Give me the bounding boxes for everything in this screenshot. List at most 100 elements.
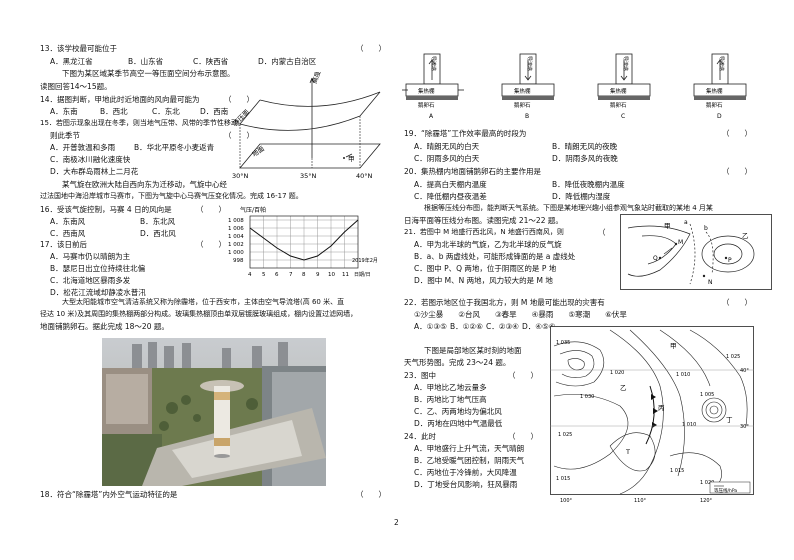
tower-c-ground: 鹅卵石 — [610, 101, 627, 109]
weather-map-figure: 1 035 1 030 1 025 1 020 1 015 1 010 1 00… — [550, 326, 754, 504]
q23-stem: 23．图中 — [404, 371, 437, 380]
intro-18c: 地面铺鹅卵石。据此完成 18～20 题。 — [40, 322, 169, 331]
q21-opt-a: A．甲为北半球的气旋，乙为北半球的反气旋 — [414, 240, 562, 249]
fig4-isobar: 1 030 — [580, 394, 594, 400]
q13-opt-b: B．山东省 — [128, 57, 164, 66]
q22-opt-d: D．④⑤⑥ — [522, 322, 556, 331]
q24-opt-c: C．丙地位于冷锋前，大风降温 — [414, 468, 517, 477]
isobar-map-figure: 甲 乙 a b M N P Q — [620, 214, 772, 290]
fig1-lat2: 35°N — [300, 172, 317, 180]
tower-options-diagram: 导流塔 集热棚 鹅卵石 A 导流塔 集热棚 鹅卵石 B 导流塔 集热棚 鹅卵石 … — [402, 53, 747, 120]
fig2-xtick: 7 — [289, 272, 293, 278]
q15-paren: （ ） — [224, 131, 254, 140]
fig2-xlabel: 日期/日 — [354, 272, 371, 278]
q15-opt-b: B．华北平原冬小麦返青 — [134, 143, 215, 152]
fig4-jia: 甲 — [670, 342, 677, 350]
fig2-xtick: 4 — [248, 272, 252, 278]
q17-opt-a: A．马赛市仍以晴朗为主 — [50, 252, 131, 261]
fig2-ytick: 1 004 — [228, 234, 244, 240]
fig4-legend-box — [709, 481, 751, 494]
q15-line2: 则此季节 — [50, 131, 80, 140]
tower-d-base: 集热棚 — [706, 87, 723, 95]
fig3-jia: 甲 — [664, 222, 671, 230]
fig4-lon: 120° — [700, 498, 713, 504]
q24-paren: （ ） — [508, 432, 538, 441]
fig2-xtick: 10 — [328, 272, 335, 278]
fig2-xtick: 11 — [342, 272, 349, 278]
q13-opt-c: C．陕西省 — [193, 57, 229, 66]
q13-opt-a: A．黑龙江省 — [50, 57, 93, 66]
fig2-xtick: 8 — [302, 272, 306, 278]
q13-stem: 13．该学校最可能位于 — [40, 44, 118, 53]
q17-opt-b: B．瑟尼日出立位持续往北偏 — [50, 264, 146, 273]
tower-c-letter: C — [621, 113, 625, 120]
q16-opt-d: D．西北风 — [140, 229, 176, 238]
intro-23b: 天气形势图。完成 23～24 题。 — [404, 358, 511, 367]
tower-b: 导流塔 集热棚 鹅卵石 B — [501, 53, 555, 120]
tower-d: 导流塔 集热棚 鹅卵石 D — [693, 53, 747, 120]
fig3-yi: 乙 — [742, 232, 749, 240]
fig4-isobar: 1 015 — [670, 468, 684, 474]
tower-d-ground: 鹅卵石 — [706, 101, 723, 109]
fig1-lat3: 40°N — [356, 172, 373, 180]
fig4-legend: 等压线/hPa — [714, 487, 737, 494]
q14-opt-c: C．东北 — [152, 107, 180, 116]
fig4-bing: 丙 — [658, 404, 665, 412]
intro-16: 某气旋在欧洲大陆自西向东为迁移动，气旋中心经 — [62, 180, 227, 189]
fig3-n: N — [708, 279, 713, 286]
q14-stem: 14．据图判断，甲地此时近地面的风向最可能为 — [40, 95, 200, 104]
fig1-jia-label: 甲 — [348, 155, 355, 163]
q16-opt-c: C．西南风 — [50, 229, 86, 238]
fig2-xtick: 6 — [275, 272, 279, 278]
tower-d-top: 导流塔 — [718, 56, 725, 71]
fig4-isobar: 1 035 — [556, 340, 570, 346]
fig2-xtick: 9 — [316, 272, 320, 278]
fig3-m: M — [678, 239, 683, 246]
pressure-series-line — [249, 219, 359, 261]
q22-opt-b: B．①②⑥ — [450, 322, 483, 331]
fig4-isobar: 1 020 — [610, 370, 624, 376]
q17-opt-d: D．松花江流域却静凌水普汛 — [50, 288, 146, 297]
q15-opt-d: D．大布群岛雨林上二月花 — [50, 167, 139, 176]
q16-opt-a: A．东南风 — [50, 217, 86, 226]
q23-opt-a: A．甲地比乙地云量多 — [414, 383, 487, 392]
fig4-isobar: 1 010 — [676, 372, 690, 378]
q13-paren: （ ） — [356, 44, 386, 53]
fig2-ytick: 1 006 — [228, 226, 244, 232]
fig4-t: T — [625, 448, 630, 456]
fig2-ytick: 1 000 — [228, 250, 244, 256]
q15-stem: 15．若图示现象出现在冬季，则当地气压带、风带的季节性移动。 — [40, 119, 245, 127]
q14-opt-b: B．西北 — [100, 107, 128, 116]
q20-paren: （ ） — [722, 167, 752, 176]
fig4-isobar: 1 015 — [556, 476, 570, 482]
q24-opt-b: B．乙地受暖气团控制，阴雨天气 — [414, 456, 525, 465]
tower-a-top: 导流塔 — [430, 56, 437, 71]
q24-opt-a: A．甲地盛行上升气流，天气晴朗 — [414, 444, 525, 453]
q14-opt-d: D．西南 — [200, 107, 229, 116]
fig4-lon: 100° — [560, 498, 573, 504]
fig3-a: a — [684, 219, 688, 226]
tower-b-base: 集热棚 — [514, 87, 531, 95]
q24-opt-d: D．丁地受台风影响，狂风暴雨 — [414, 480, 518, 489]
fig2-ytick: 1 002 — [228, 242, 244, 248]
fig2-xtick: 5 — [262, 272, 266, 278]
q22-opt-c: C．②③④ — [486, 322, 519, 331]
q23-paren: （ ） — [508, 371, 538, 380]
q19-opt-a: A．晴朗无风的白天 — [414, 142, 480, 151]
q21-opt-c: C．图中 P、Q 两地，位于阴雨区的是 P 地 — [414, 264, 557, 273]
intro-18a: 大型太阳能城市空气清洁系统又称为除霾塔，位于西安市，主体由空气导流塔(高 60 … — [62, 298, 345, 306]
fig4-isobar: 1 005 — [700, 392, 714, 398]
q18-paren: （ ） — [356, 490, 386, 499]
q20-opt-d: D．降低棚内湿度 — [552, 192, 611, 201]
tower-d-letter: D — [717, 113, 722, 120]
pressure-chart: 气压/百帕 1 008 1 006 1 004 1 002 1 000 998 … — [228, 206, 378, 278]
tower-a-base: 集热棚 — [418, 87, 435, 95]
isobaric-surface-figure: 高度（km） 等压面 地面 甲 30°N 35°N 40°N — [231, 72, 381, 180]
fig3-q: Q — [653, 255, 658, 262]
q17-paren: （ ） — [196, 240, 226, 249]
tower-a: 导流塔 集热棚 鹅卵石 A — [402, 53, 464, 120]
tower-c-top: 导流塔 — [622, 56, 629, 71]
fig4-yi: 乙 — [620, 384, 627, 392]
q22-opt-a: A．①③⑤ — [414, 322, 447, 331]
page-number: 2 — [394, 518, 399, 527]
